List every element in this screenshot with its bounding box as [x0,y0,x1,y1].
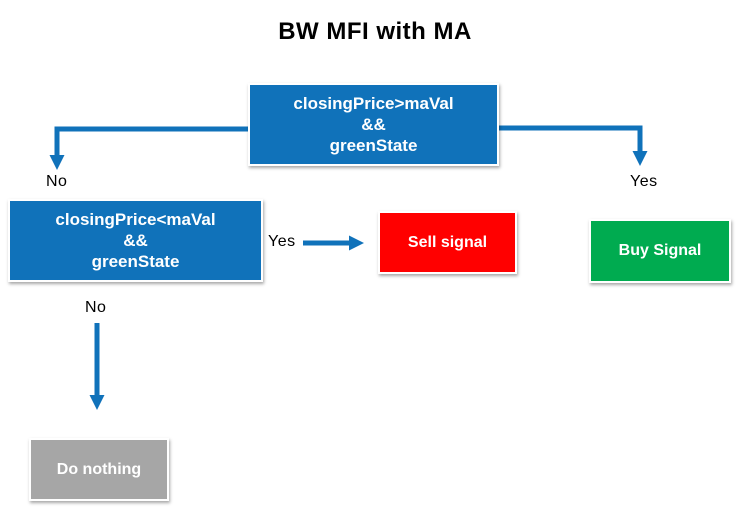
node-do-nothing: Do nothing [29,438,169,501]
node-buy-signal: Buy Signal [589,219,731,283]
edge-label-root-no: No [46,173,68,190]
left-condition-line3: greenState [91,252,180,271]
node-root-condition: closingPrice>maVal && greenState [248,83,499,166]
do-nothing-label: Do nothing [56,460,142,478]
node-sell-signal: Sell signal [378,211,517,274]
arrow-root-to-buy [499,125,648,166]
root-condition-line3: greenState [329,136,418,155]
sell-signal-label: Sell signal [407,233,488,251]
page-title: BW MFI with MA [278,18,472,45]
root-condition-line2: && [361,115,386,134]
left-condition-line1: closingPrice<maVal [55,210,216,229]
edge-label-left-no: No [85,299,107,316]
left-condition-line2: && [123,231,148,250]
root-condition-line1: closingPrice>maVal [293,94,454,113]
arrow-root-to-left-condition [49,126,248,170]
node-left-condition: closingPrice<maVal && greenState [8,199,263,282]
edge-label-left-yes: Yes [268,233,296,250]
edge-label-root-yes: Yes [630,173,658,190]
buy-signal-label: Buy Signal [618,242,702,259]
